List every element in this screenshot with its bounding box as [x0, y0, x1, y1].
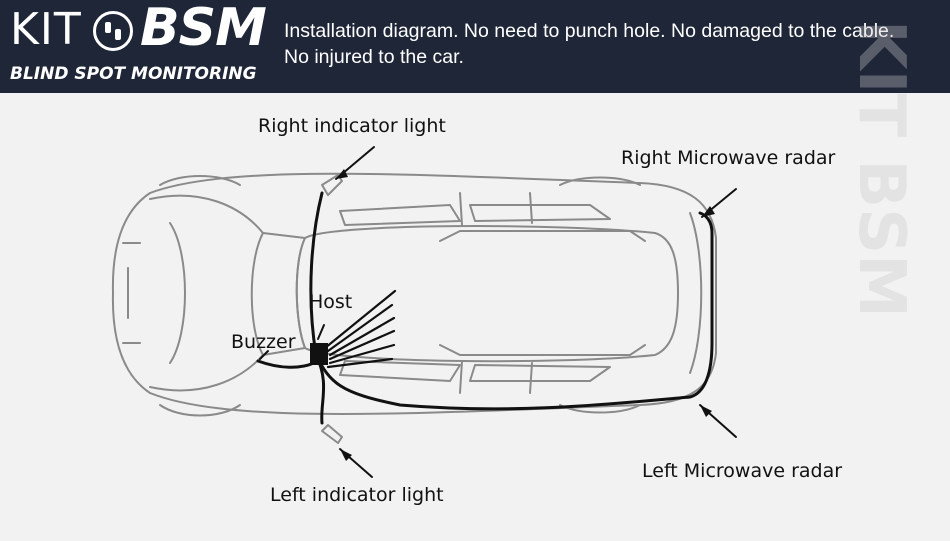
- host-module: [310, 343, 328, 365]
- car-diagram: [111, 146, 737, 478]
- brand-kit: KIT: [10, 4, 82, 55]
- arrow-buzzer: [259, 350, 269, 360]
- car-badge-icon: [93, 11, 133, 51]
- arrowhead-right-radar: [702, 206, 715, 217]
- wire-buzzer: [256, 359, 316, 369]
- wire-radar-loop: [314, 211, 714, 411]
- arrow-heads: [336, 169, 715, 461]
- arrowhead-left-radar: [700, 405, 712, 417]
- header-line-1: Installation diagram. No need to punch h…: [284, 20, 895, 42]
- brand-subtitle: BLIND SPOT MONITORING: [10, 64, 257, 84]
- watermark: KIT BSM: [800, 0, 950, 537]
- header-description: Installation diagram. No need to punch h…: [284, 18, 950, 70]
- wiring-harness: [256, 191, 714, 425]
- header-line-2: No injured to the car.: [284, 46, 464, 68]
- brand-bsm: BSM: [140, 0, 267, 58]
- arrowhead-right-indicator: [336, 169, 348, 179]
- host-wire-bundle: [323, 289, 397, 369]
- arrowhead-left-indicator: [340, 449, 352, 461]
- label-buzzer: Buzzer: [231, 331, 296, 353]
- label-left-indicator: Left indicator light: [270, 484, 444, 506]
- arrow-host: [317, 324, 325, 340]
- label-left-radar: Left Microwave radar: [642, 460, 843, 482]
- label-right-indicator: Right indicator light: [258, 115, 446, 137]
- label-host: Host: [309, 291, 353, 313]
- car-outline: [111, 172, 717, 444]
- installation-diagram: Right indicator light Right Microwave ra…: [0, 93, 950, 537]
- header-banner: KIT BSM BLIND SPOT MONITORING Installati…: [0, 0, 950, 93]
- label-right-radar: Right Microwave radar: [621, 147, 836, 169]
- wire-right-indicator: [309, 191, 324, 357]
- watermark-text: KIT BSM: [844, 20, 918, 318]
